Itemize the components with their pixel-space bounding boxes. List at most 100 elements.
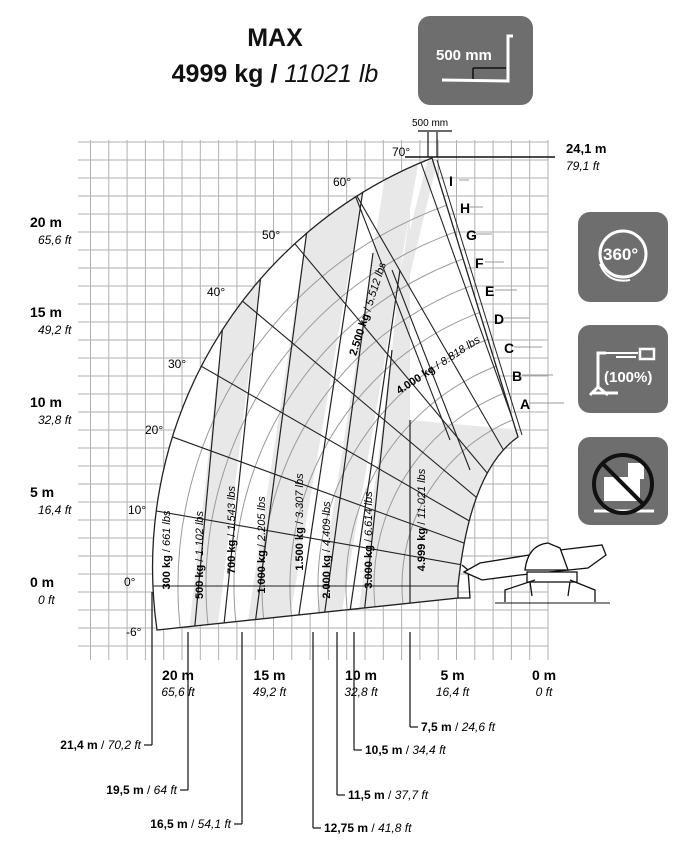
reach-m: 19,5 m: [106, 783, 143, 797]
reach-ft: 41,8 ft: [378, 821, 412, 835]
load-boundary-line: [187, 322, 224, 630]
x-axis-label-m: 0 m: [532, 667, 556, 683]
y-axis-label-ft: 32,8 ft: [38, 413, 72, 427]
reach-label: 12,75 m / 41,8 ft: [324, 821, 412, 835]
load-zone-lbs: 4.409 lbs: [321, 501, 333, 546]
x-axis-label-m: 20 m: [162, 667, 194, 683]
x-axis-label-ft: 49,2 ft: [253, 685, 287, 699]
fork-icon: [441, 34, 513, 83]
x-axis-label-ft: 0 ft: [536, 685, 553, 699]
load-zone-kg: 1.000 kg: [256, 550, 268, 593]
reach-label: 19,5 m / 64 ft: [106, 783, 177, 797]
angle-label: 40°: [207, 285, 225, 299]
x-axis-label-m: 10 m: [345, 667, 377, 683]
reach-label: 21,4 m / 70,2 ft: [60, 738, 141, 752]
load-zone-lbs: 2.205 lbs: [256, 496, 268, 542]
load-zone-separator: /: [416, 519, 428, 528]
capacity-separator: /: [263, 60, 285, 88]
zone-shaded: [235, 158, 379, 630]
load-zone-separator: /: [226, 531, 238, 540]
load-zone-kg: 300 kg: [161, 555, 173, 589]
reach-ft: 37,7 ft: [395, 788, 429, 802]
reach-m: 21,4 m: [60, 738, 97, 752]
angle-label: 30°: [168, 357, 186, 371]
reach-separator: /: [368, 821, 378, 835]
reach-ft: 54,1 ft: [198, 817, 232, 831]
machine-drawing: [458, 542, 610, 604]
load-zone-label: 2.000 kg / 4.409 lbs: [321, 501, 333, 599]
boom-section-label-F: F: [475, 255, 484, 271]
top-fork: 500 mm 24,1 m 79,1 ft: [405, 118, 606, 173]
load-zone-separator: /: [161, 546, 173, 555]
max-height-ft: 79,1 ft: [566, 159, 600, 173]
angle-line: [198, 264, 519, 587]
boom-section-label-E: E: [485, 283, 494, 299]
load-zone-label: 700 kg / 1.543 lbs: [226, 485, 238, 574]
outrigger-label: (100%): [604, 369, 653, 386]
rotation-arrow-icon: [598, 229, 648, 282]
outriggers-100-icon: (100%): [578, 325, 668, 413]
x-axis-label-m: 5 m: [440, 667, 464, 683]
rotation-label: 360°: [603, 245, 639, 264]
outriggers: [504, 579, 596, 602]
y-axis-label-m: 15 m: [30, 304, 62, 320]
zone-shaded: [303, 158, 429, 630]
load-boundary-line: [391, 269, 471, 471]
cab: [524, 542, 569, 571]
angle-label: 70°: [392, 145, 410, 159]
reach-m: 16,5 m: [150, 817, 187, 831]
fork-head: [458, 564, 471, 599]
load-zone-lbs: 661 lbs: [161, 510, 173, 546]
reach-label: 7,5 m / 24,6 ft: [421, 720, 496, 734]
load-zone-label: 300 kg / 661 lbs: [161, 510, 173, 589]
angle-label: 10°: [128, 503, 146, 517]
reach-label: 16,5 m / 54,1 ft: [150, 817, 231, 831]
angle-label: 20°: [145, 423, 163, 437]
outrigger-arrow-icon: [588, 347, 656, 397]
y-axis-label-m: 5 m: [30, 484, 54, 500]
y-axis-label-ft: 49,2 ft: [38, 323, 72, 337]
load-zone-lbs: 1.543 lbs: [226, 485, 238, 530]
load-zone-kg: 500 kg: [194, 565, 206, 599]
boom-section-label-I: I: [449, 173, 453, 189]
fork-load-center-icon: 500 mm: [418, 16, 533, 105]
load-boundary-line: [419, 159, 519, 441]
angle-label: 0°: [124, 575, 136, 589]
boom-section-label-B: B: [512, 368, 522, 384]
load-boundary-line: [354, 349, 393, 630]
load-zone-kg: 3.000 kg: [363, 545, 375, 588]
reach-separator: /: [385, 788, 395, 802]
load-zone-separator: /: [256, 541, 268, 550]
y-axis-label-ft: 65,6 ft: [38, 233, 72, 247]
angle-label: 50°: [262, 228, 280, 242]
max-height-m: 24,1 m: [566, 141, 606, 156]
load-zone-label: 1.000 kg / 2.205 lbs: [256, 496, 268, 594]
boom-section-label-D: D: [494, 311, 504, 327]
y-axis-label-m: 10 m: [30, 394, 62, 410]
reach-separator: /: [144, 783, 154, 797]
reach-ft: 64 ft: [154, 783, 178, 797]
reach-m: 10,5 m: [365, 743, 402, 757]
reach-ft: 70,2 ft: [108, 738, 142, 752]
boom-section-label-H: H: [460, 200, 470, 216]
load-zone-label: 500 kg / 1.102 lbs: [194, 510, 206, 599]
prohibited-icon: [592, 453, 654, 515]
reach-separator: /: [452, 720, 462, 734]
capacity-kg: 4999 kg: [171, 60, 264, 88]
envelope-outline: [151, 157, 519, 631]
y-axis-label-ft: 16,4 ft: [38, 503, 72, 517]
angle-label: -6°: [126, 625, 142, 639]
load-zone-kg: 700 kg: [226, 540, 238, 574]
reach-annotations: 21,4 m / 70,2 ft 19,5 m / 64 ft 16,5 m / 5…: [60, 592, 496, 835]
reach-label: 11,5 m / 37,7 ft: [348, 788, 429, 802]
y-axis-label-ft: 0 ft: [38, 593, 55, 607]
load-zone-separator: /: [194, 556, 206, 565]
boom-section-label-C: C: [504, 340, 514, 356]
x-axis-label-m: 15 m: [254, 667, 286, 683]
zone-shaded: [347, 158, 424, 630]
reach-separator: /: [402, 743, 412, 757]
